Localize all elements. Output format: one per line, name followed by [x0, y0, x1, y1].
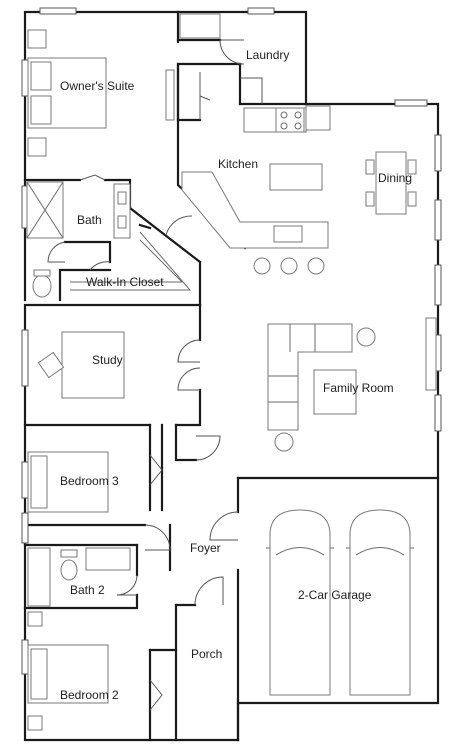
dresser: [165, 69, 175, 121]
toilet: [60, 559, 78, 581]
room-label-bath: Bath: [77, 213, 102, 227]
stool: [253, 257, 271, 275]
room-label-garage: 2-Car Garage: [298, 588, 372, 602]
bathtub: [27, 547, 51, 607]
room-label-dining: Dining: [378, 171, 412, 185]
nightstand: [27, 715, 43, 731]
room-label-porch: Porch: [191, 647, 222, 661]
room-label-foyer: Foyer: [190, 541, 221, 555]
room-label-owners-suite: Owner's Suite: [60, 79, 135, 93]
doors: [47, 39, 263, 711]
refrigerator: [305, 105, 331, 131]
side-table: [356, 327, 376, 347]
room-label-bath-2: Bath 2: [70, 583, 105, 597]
dining-table: [375, 151, 407, 215]
room-label-bedroom-2: Bedroom 2: [60, 688, 119, 702]
windows: [21, 7, 442, 675]
room-labels: Laundry Owner's Suite Kitchen Dining Bat…: [60, 48, 412, 702]
side-table: [274, 432, 294, 452]
tv-console: [425, 317, 437, 391]
nightstand: [27, 29, 47, 49]
vanity: [85, 547, 131, 571]
room-label-bedroom-3: Bedroom 3: [60, 474, 119, 488]
kitchen-island: [269, 163, 323, 191]
washer: [179, 13, 221, 39]
stool: [307, 257, 325, 275]
nightstand: [27, 137, 47, 157]
sectional-sofa: [267, 323, 353, 431]
car: [266, 509, 334, 696]
chair: [37, 351, 65, 379]
toilet: [32, 274, 52, 298]
stool: [280, 257, 298, 275]
nightstand: [27, 611, 43, 627]
desk: [61, 331, 125, 399]
car: [346, 509, 414, 696]
room-label-walk-in-closet: Walk-In Closet: [86, 275, 164, 289]
coffee-table: [313, 369, 357, 415]
room-label-study: Study: [92, 353, 123, 367]
sink: [273, 225, 303, 243]
room-label-family-room: Family Room: [323, 381, 394, 395]
fixtures: [26, 13, 437, 731]
room-label-laundry: Laundry: [246, 48, 289, 62]
room-label-kitchen: Kitchen: [218, 157, 258, 171]
